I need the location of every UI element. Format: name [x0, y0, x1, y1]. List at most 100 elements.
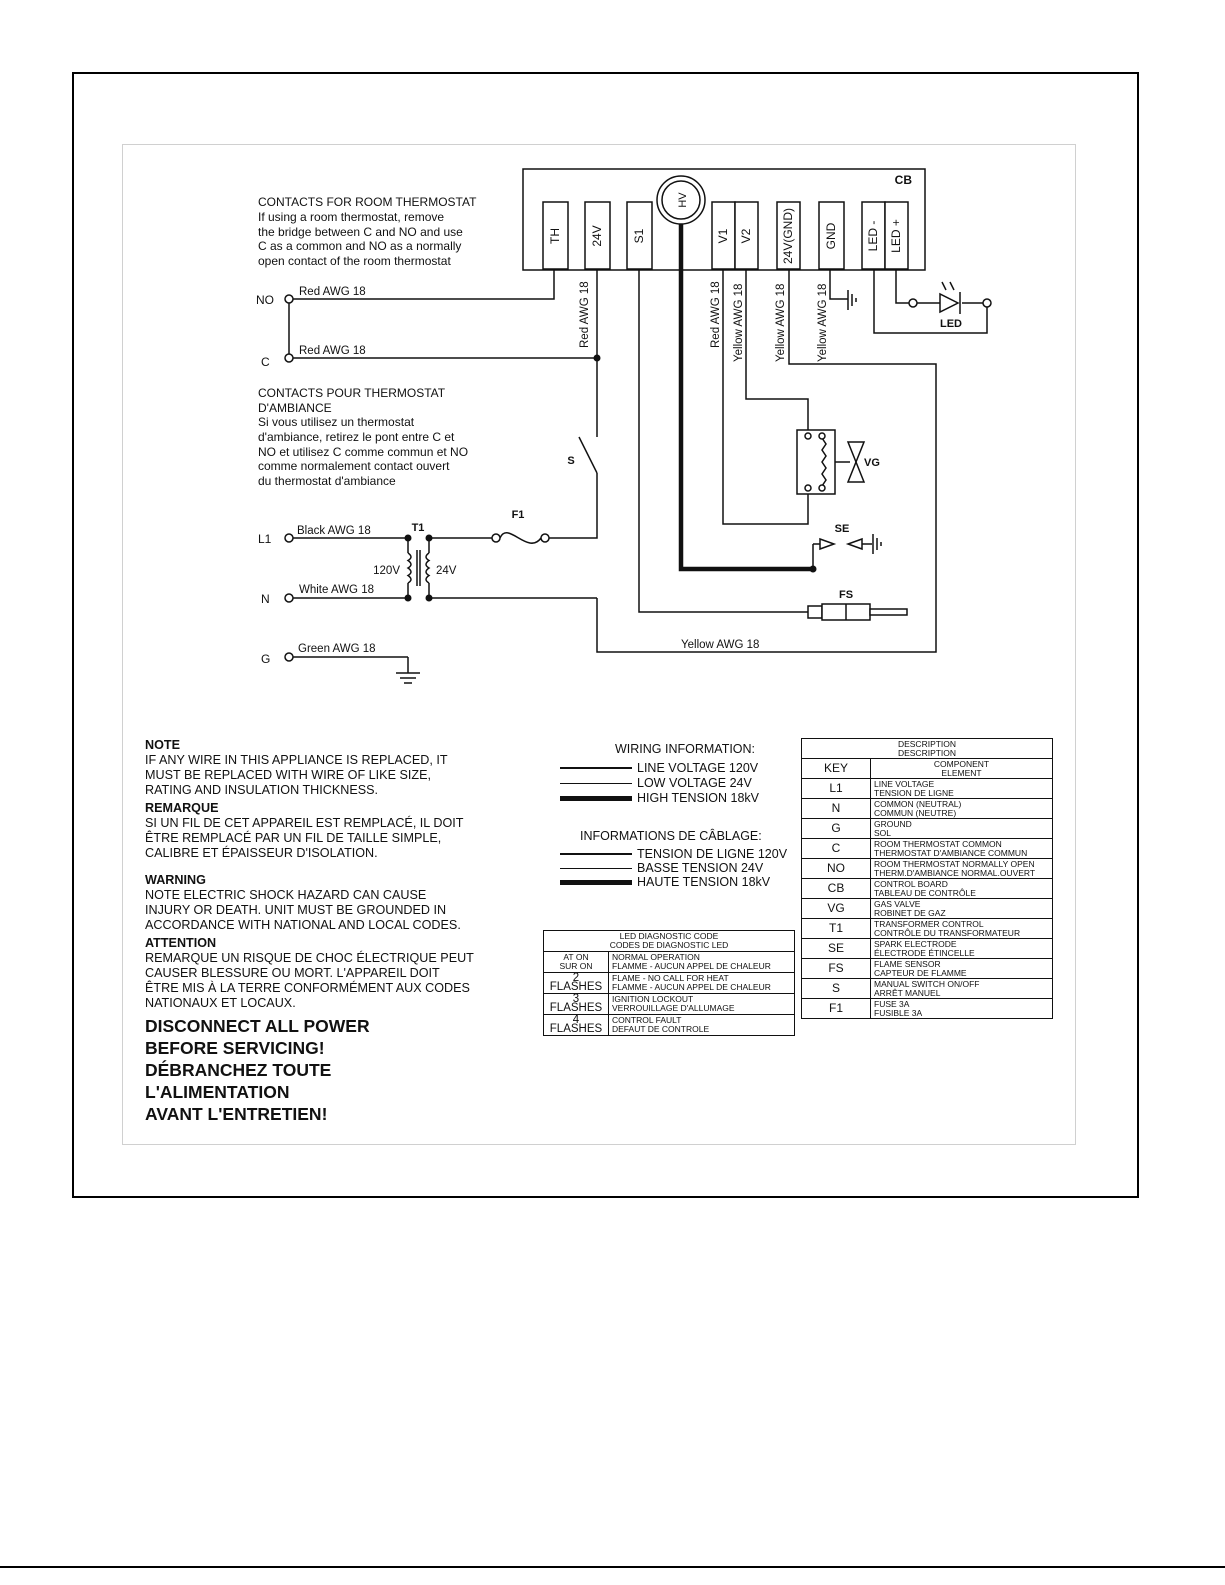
thermostat-note-en: CONTACTS FOR ROOM THERMOSTAT If using a …	[258, 195, 477, 268]
key-desc: ROBINET DE GAZ	[874, 907, 946, 918]
legend-label: HIGH TENSION 18kV	[637, 791, 760, 805]
remarque-title: REMARQUE	[145, 801, 219, 815]
label-g: G	[261, 652, 270, 666]
thermostat-note-line: d'ambiance, retirez le pont entre C et	[258, 430, 455, 444]
key-desc: FUSE 3A	[874, 998, 910, 1009]
legend-high-tension: HIGH TENSION 18kV	[560, 791, 759, 805]
key-desc: ROOM THERMOSTAT COMMON	[874, 838, 1002, 849]
thermostat-note-fr: CONTACTS POUR THERMOSTAT D'AMBIANCE Si v…	[258, 386, 468, 488]
thermostat-note-line: C as a common and NO as a normally	[258, 239, 461, 253]
key-code: C	[801, 838, 871, 859]
safety-notes: NOTE IF ANY WIRE IN THIS APPLIANCE IS RE…	[145, 738, 475, 1125]
terminal-gnd	[818, 201, 845, 270]
thermostat-note-line: the bridge between C and NO and use	[258, 225, 463, 239]
manual-switch-blade	[578, 436, 598, 474]
remarque-body: SI UN FIL DE CET APPAREIL EST REMPLACÉ, …	[145, 816, 464, 860]
key-code: SE	[801, 938, 871, 959]
table-row: KEY COMPONENT ELEMENT	[801, 758, 1053, 779]
table-row: 3 FLASHES IGNITION LOCKOUT VERROUILLAGE …	[543, 993, 795, 1015]
wire-label: Black AWG 18	[297, 525, 371, 537]
key-desc: ARRÊT MANUEL	[874, 987, 941, 998]
key-desc: ÉLECTRODE ÉTINCELLE	[874, 947, 975, 958]
hv-lead	[678, 224, 813, 572]
wiring-info-title: INFORMATIONS DE CÂBLAGE:	[580, 829, 762, 843]
warning-title: WARNING	[145, 873, 206, 887]
junction	[593, 354, 601, 362]
wiring-info-title: WIRING INFORMATION:	[615, 742, 756, 756]
key-desc: FUSIBLE 3A	[874, 1007, 923, 1018]
fuse-symbol	[491, 532, 550, 544]
terminal-label: V1	[716, 228, 730, 243]
label-l1: L1	[258, 532, 272, 546]
note-body: IF ANY WIRE IN THIS APPLIANCE IS REPLACE…	[145, 753, 448, 797]
key-code: F1	[801, 998, 871, 1019]
wire-label: Red AWG 18	[299, 345, 366, 357]
control-board-label: CB	[895, 173, 913, 187]
led-desc: DEFAUT DE CONTROLE	[612, 1024, 710, 1034]
warning-body: NOTE ELECTRIC SHOCK HAZARD CAN CAUSE INJ…	[145, 888, 461, 932]
led-code: 2 FLASHES	[543, 972, 609, 994]
spark-electrode-symbol	[819, 534, 882, 554]
gas-valve-label: VG	[864, 457, 880, 469]
thermostat-note-line: comme normalement contact ouvert	[258, 459, 450, 473]
terminal-n	[284, 593, 294, 603]
key-code: G	[801, 818, 871, 839]
key-desc: THERMOSTAT D'AMBIANCE COMMUN	[874, 847, 1028, 858]
key-desc: TRANSFORMER CONTROL	[874, 918, 984, 929]
legend-basse-tension: BASSE TENSION 24V	[560, 861, 763, 875]
key-desc: THERM.D'AMBIANCE NORMAL.OUVERT	[874, 867, 1036, 878]
terminal-labels: TH 24V S1 V1 V2 24V(GND) GND LED - LED +	[548, 208, 903, 264]
transformer-label: T1	[412, 522, 425, 534]
legend-label: BASSE TENSION 24V	[637, 861, 764, 875]
key-desc: FLAME SENSOR	[874, 958, 941, 969]
key-code: N	[801, 798, 871, 819]
legend-line-voltage: LINE VOLTAGE 120V	[560, 761, 758, 775]
wiring-info-en: WIRING INFORMATION: LINE VOLTAGE 120V LO…	[560, 742, 800, 812]
led-code: 3 FLASHES	[543, 993, 609, 1015]
legend-haute-tension: HAUTE TENSION 18kV	[560, 875, 770, 889]
key-code: L1	[801, 778, 871, 799]
key-code: S	[801, 978, 871, 999]
wiring-diagram: CB TH 24V S1 V1 V2 24V(GND) GND LED - LE…	[256, 168, 992, 684]
key-desc: MANUAL SWITCH ON/OFF	[874, 978, 980, 989]
table-row: 4 FLASHES CONTROL FAULT DEFAUT DE CONTRO…	[543, 1014, 795, 1036]
wire-label: White AWG 18	[299, 584, 374, 596]
wire-label: Red AWG 18	[710, 281, 722, 348]
legend-low-voltage: LOW VOLTAGE 24V	[560, 776, 752, 790]
flame-sensor-label: FS	[839, 589, 853, 601]
terminal-label: S1	[632, 228, 646, 243]
fuse-label: F1	[512, 509, 525, 521]
wire-label: Yellow AWG 18	[817, 284, 829, 362]
key-desc: GAS VALVE	[874, 898, 921, 909]
key-desc: GROUND	[874, 818, 912, 829]
thermostat-note-line: D'AMBIANCE	[258, 401, 332, 415]
thermostat-note-line: If using a room thermostat, remove	[258, 210, 444, 224]
page-frame	[72, 72, 1139, 1198]
wire-label: Green AWG 18	[298, 643, 376, 655]
attention-body: REMARQUE UN RISQUE DE CHOC ÉLECTRIQUE PE…	[145, 951, 474, 1010]
led-desc: VERROUILLAGE D'ALLUMAGE	[612, 1003, 735, 1013]
table-header: LED DIAGNOSTIC CODE CODES DE DIAGNOSTIC …	[543, 930, 795, 952]
terminal-label: LED +	[889, 219, 903, 253]
left-terminal-labels: NO C L1 N G	[256, 293, 274, 666]
terminal-label: 24V	[590, 225, 604, 246]
junction	[404, 534, 412, 542]
gnd-ground-symbol	[847, 290, 857, 310]
component-key-table: DESCRIPTION DESCRIPTION KEY COMPONENT EL…	[801, 738, 1053, 1019]
spark-electrode-label: SE	[835, 523, 850, 535]
transformer-primary-label: 120V	[373, 565, 400, 577]
key-desc: CONTROL BOARD	[874, 878, 948, 889]
key-desc: CONTRÔLE DU TRANSFORMATEUR	[874, 927, 1021, 938]
terminal-label: V2	[739, 228, 753, 243]
thermostat-note-line: Si vous utilisez un thermostat	[258, 415, 415, 429]
note-title: NOTE	[145, 738, 180, 752]
led-desc: FLAME - NO CALL FOR HEAT	[612, 973, 729, 983]
led-symbol	[908, 281, 992, 314]
hv-terminal-inner	[661, 180, 701, 220]
